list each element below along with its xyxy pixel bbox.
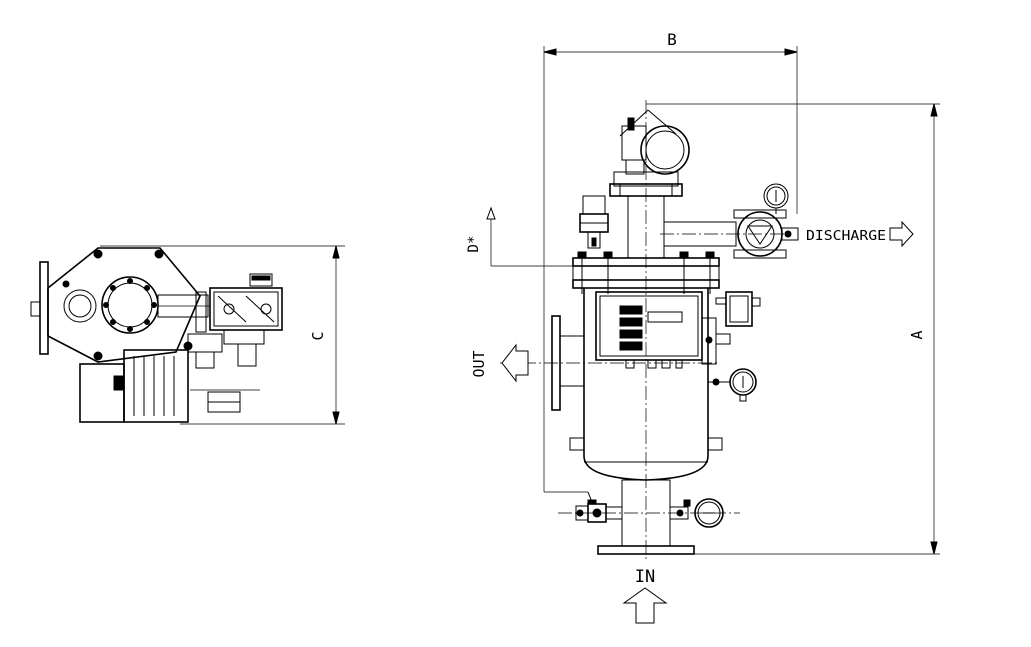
outlet-nozzle: OUT: [470, 315, 720, 411]
outlet-label: OUT: [470, 350, 488, 377]
side-accessories: [701, 291, 761, 402]
cover-flange: [572, 251, 720, 294]
dimension-a: A: [646, 103, 940, 555]
discharge-arrow-icon: [889, 220, 914, 248]
dimension-c: C: [100, 245, 345, 425]
dimension-b-label: B: [667, 30, 677, 49]
inlet-label: IN: [635, 567, 655, 587]
inlet-arrow-icon: [622, 587, 668, 624]
dimension-a-label: A: [908, 330, 926, 339]
discharge-label: DISCHARGE: [806, 229, 886, 244]
drain-valve: [544, 491, 740, 523]
controller-button-2[interactable]: [619, 317, 643, 327]
controller-button-4[interactable]: [619, 341, 643, 351]
control-panel: [595, 291, 703, 369]
controller-button-3[interactable]: [619, 329, 643, 339]
discharge-pipe: DISCHARGE: [660, 183, 886, 259]
dimension-c-label: C: [309, 331, 327, 340]
top-view: C: [30, 245, 345, 425]
dimension-d-label: D*: [466, 236, 482, 253]
controller-button-1[interactable]: [619, 305, 643, 315]
pressure-sensor: [579, 195, 609, 249]
actuator-motor: [609, 109, 690, 197]
front-view: B A D*: [466, 30, 940, 624]
inlet-gauge: [669, 498, 724, 528]
dimension-b: B: [543, 30, 798, 492]
